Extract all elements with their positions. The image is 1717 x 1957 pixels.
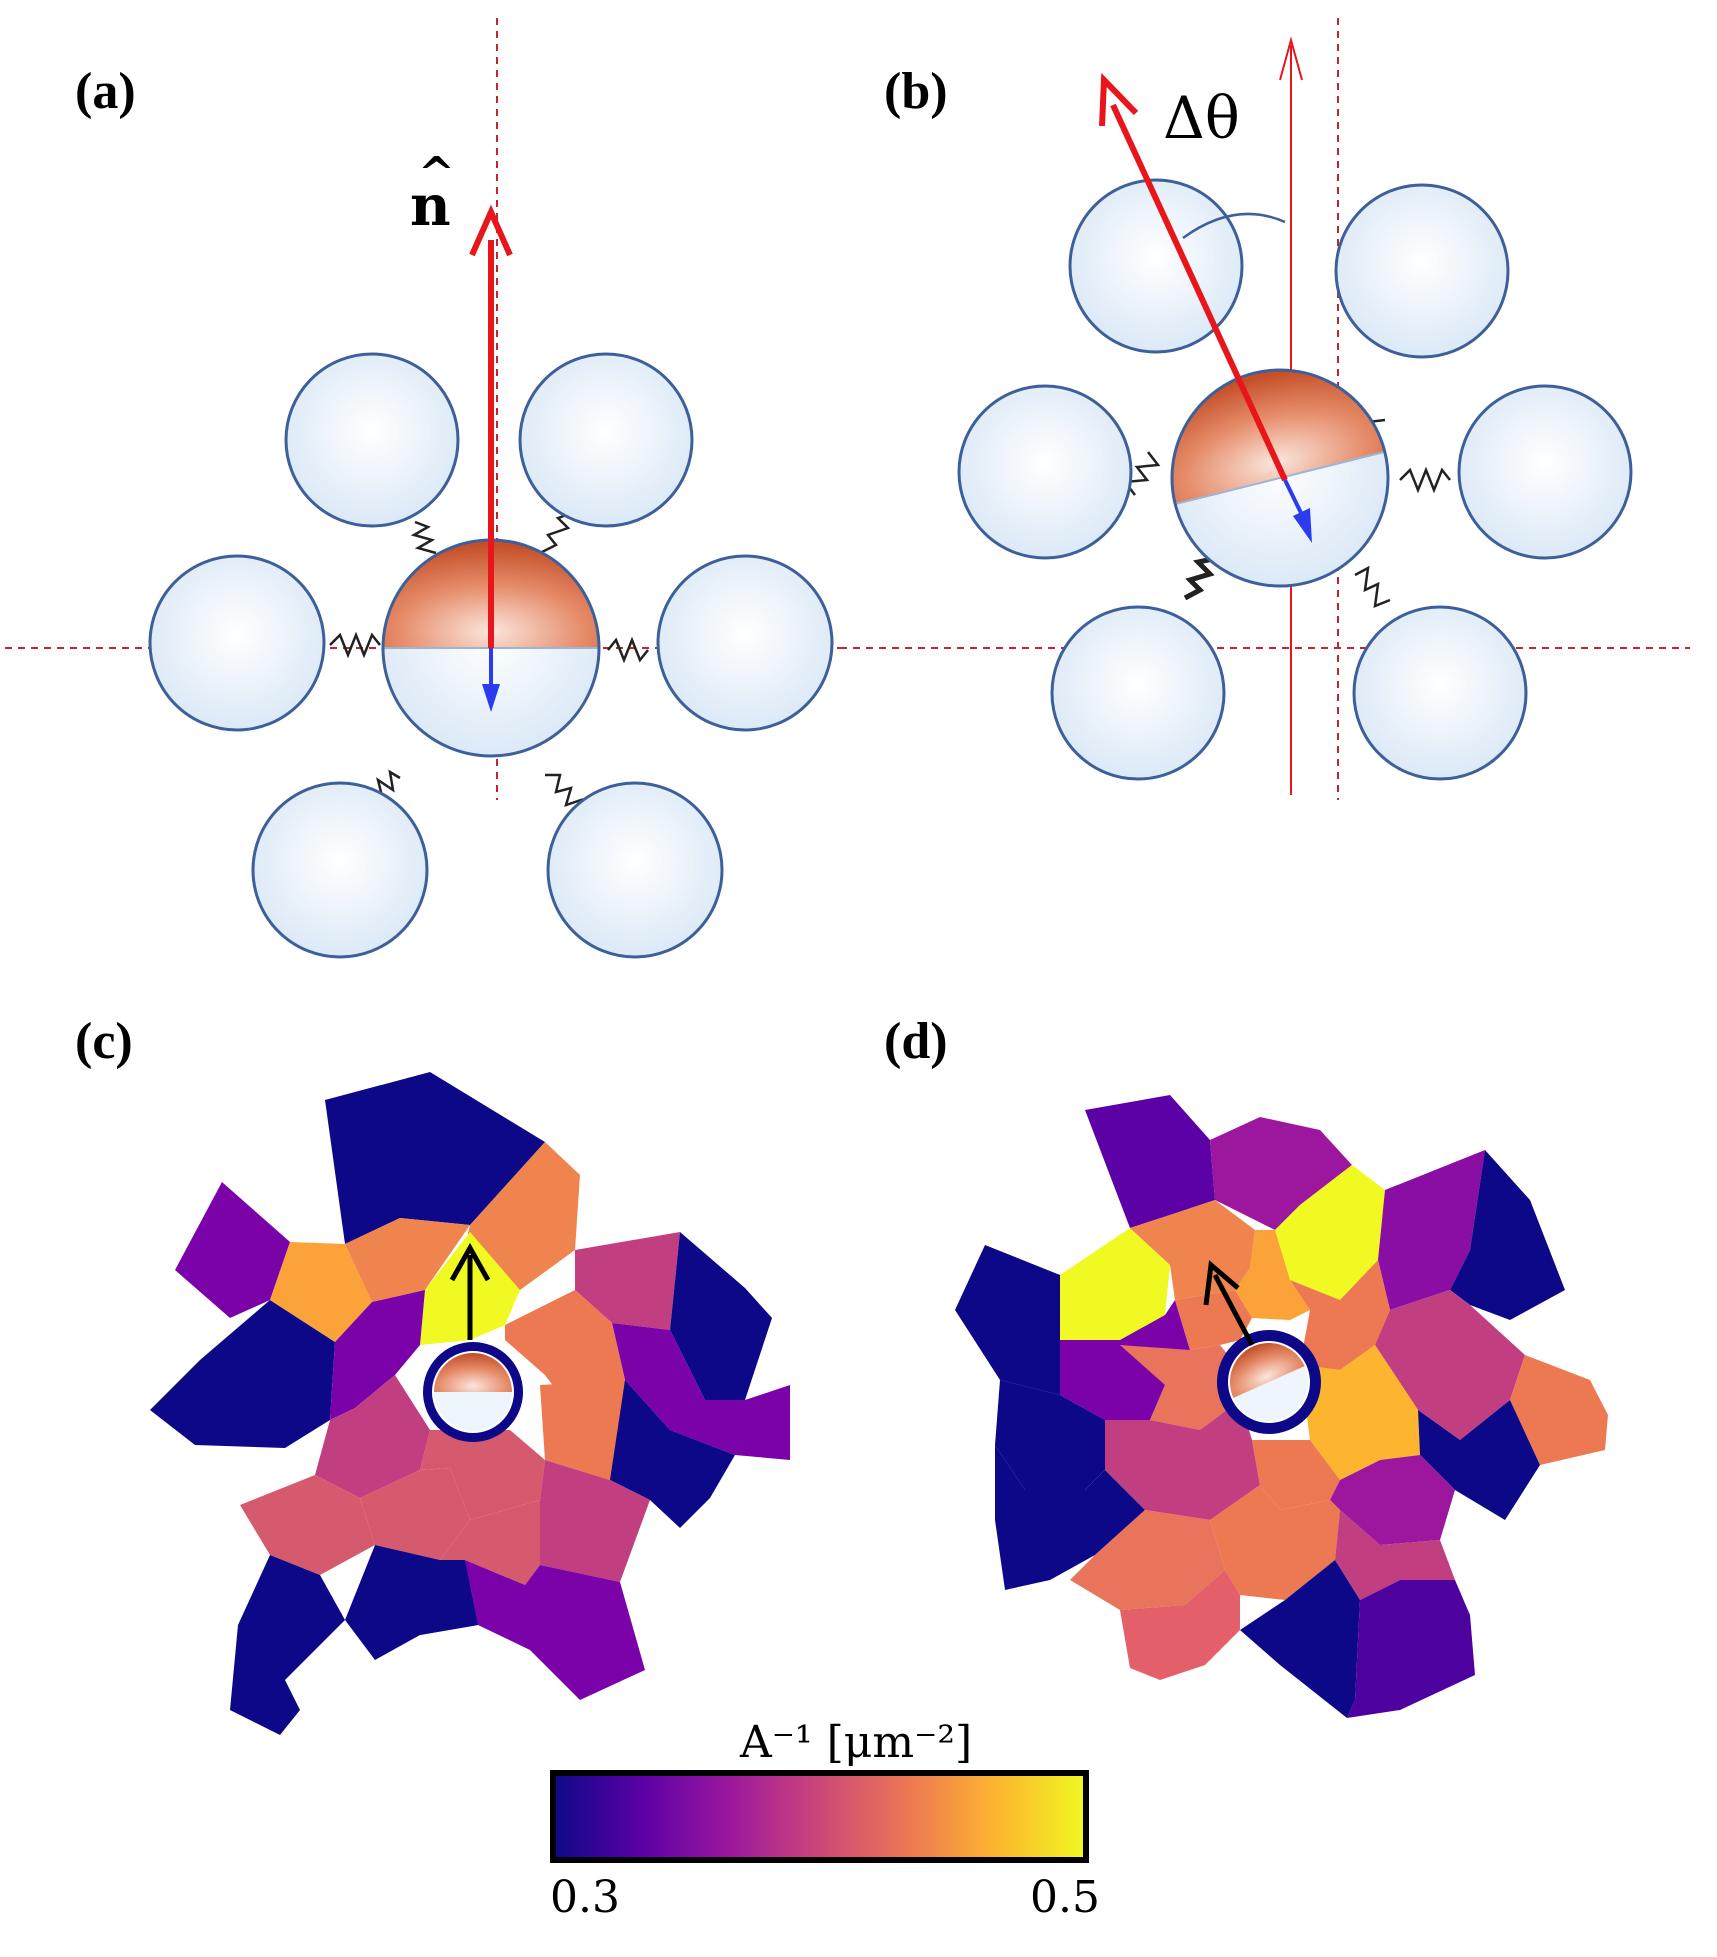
panel-b: (b)	[840, 18, 1690, 800]
voronoi-cell	[995, 1445, 1145, 1590]
voronoi-cell	[325, 1072, 545, 1244]
voronoi-map-c	[150, 1072, 790, 1735]
panel-a: (a)	[5, 18, 840, 959]
panel-d: (d)	[884, 1013, 1608, 1718]
voronoi-cell	[1330, 1455, 1455, 1545]
colorbar-gradient	[550, 1770, 1089, 1863]
voronoi-cell	[505, 1290, 625, 1395]
panel-b-label: (b)	[884, 63, 948, 120]
orientation-arrow-d	[1203, 1260, 1255, 1347]
colorbar-max-label: 0.5	[1030, 1872, 1100, 1923]
voronoi-cell	[465, 1560, 645, 1700]
voronoi-cell	[1060, 1228, 1170, 1340]
neighbor-particles	[148, 352, 834, 959]
voronoi-cell	[1120, 1345, 1240, 1430]
voronoi-cell	[1210, 1485, 1340, 1600]
voronoi-cell	[1105, 1400, 1260, 1520]
voronoi-cell	[330, 1290, 425, 1420]
director-arrow-b	[1099, 72, 1288, 482]
voronoi-cell	[1275, 1165, 1385, 1300]
voronoi-cell	[420, 1430, 545, 1520]
voronoi-cell	[1375, 1290, 1525, 1440]
colorbar-title: A⁻¹ [μm⁻²]	[739, 1717, 972, 1768]
voronoi-cell	[175, 1182, 290, 1318]
orientation-arrow-c	[449, 1242, 491, 1340]
voronoi-map-d	[955, 1095, 1608, 1718]
voronoi-cell	[1060, 1300, 1190, 1420]
voronoi-cell	[955, 1245, 1060, 1395]
janus-particle-d	[1228, 1341, 1310, 1423]
voronoi-cell	[1120, 1570, 1240, 1680]
polarity-arrow-b	[1283, 479, 1312, 543]
janus-particle-b	[1170, 368, 1390, 588]
voronoi-cell	[270, 1242, 372, 1342]
janus-particle-c	[432, 1351, 514, 1433]
voronoi-cell	[1418, 1400, 1540, 1520]
voronoi-cell	[670, 1232, 772, 1400]
voronoi-cell	[1252, 1440, 1340, 1510]
director-arrow-a	[469, 204, 513, 648]
panel-a-label: (a)	[75, 63, 136, 120]
angle-arc	[1182, 212, 1286, 240]
panel-c: (c)	[75, 1013, 790, 1735]
voronoi-cell	[1300, 1345, 1420, 1480]
director-label: n	[410, 173, 451, 239]
voronoi-cell	[240, 1475, 375, 1575]
voronoi-cell	[1085, 1095, 1215, 1228]
panel-d-label: (d)	[884, 1013, 948, 1070]
voronoi-cell	[1378, 1150, 1485, 1310]
voronoi-cell	[1240, 1560, 1360, 1718]
voronoi-cell	[400, 1560, 478, 1635]
voronoi-cell	[230, 1555, 345, 1735]
voronoi-cell	[1290, 1260, 1390, 1370]
voronoi-cell	[315, 1375, 430, 1498]
voronoi-cell	[1335, 1510, 1455, 1600]
neighbor-particles-b	[957, 178, 1633, 781]
voronoi-cell	[1235, 1230, 1310, 1320]
voronoi-cell	[360, 1468, 470, 1560]
director-hat: ^	[418, 148, 455, 199]
colorbar-min-label: 0.3	[550, 1872, 620, 1923]
voronoi-cell	[1210, 1117, 1352, 1230]
voronoi-cell	[610, 1380, 735, 1528]
panel-c-label: (c)	[75, 1013, 133, 1070]
voronoi-cell	[1510, 1355, 1608, 1465]
voronoi-cell	[345, 1218, 470, 1302]
voronoi-cell	[1347, 1580, 1475, 1718]
voronoi-cell	[440, 1500, 540, 1585]
voronoi-cell	[540, 1460, 650, 1582]
polarity-arrow-a	[482, 648, 500, 712]
voronoi-cell	[150, 1300, 335, 1448]
angle-label: Δθ	[1163, 84, 1240, 152]
colorbar: A⁻¹ [μm⁻²] 0.3 0.5	[550, 1717, 1100, 1923]
voronoi-cell	[575, 1232, 680, 1330]
voronoi-cell	[1450, 1150, 1565, 1320]
voronoi-cell	[995, 1380, 1105, 1490]
voronoi-cell	[612, 1323, 790, 1460]
voronoi-cell	[1070, 1510, 1225, 1610]
